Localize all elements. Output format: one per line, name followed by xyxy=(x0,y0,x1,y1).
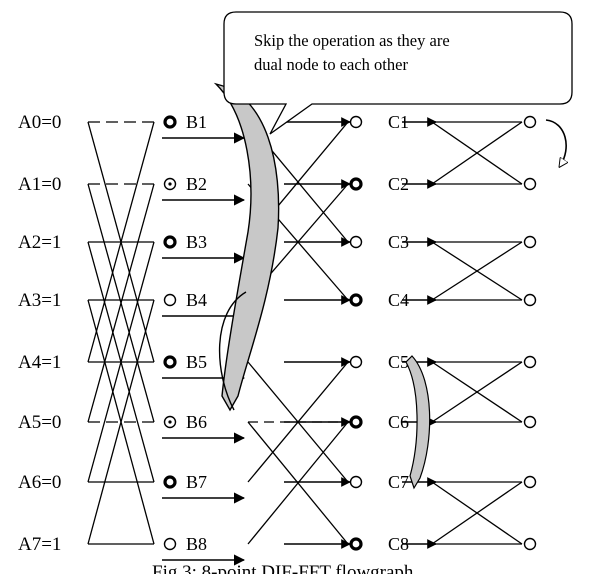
input-label: A2=1 xyxy=(18,232,61,253)
callout-line-2: dual node to each other xyxy=(254,55,408,74)
stage-3-butterflies xyxy=(431,121,523,545)
node-open-icon xyxy=(523,415,537,429)
input-label: A0=0 xyxy=(18,112,61,133)
node-open-icon xyxy=(523,177,537,191)
stage-c-label: C4 xyxy=(388,290,409,310)
stage-b-label: B6 xyxy=(186,412,207,432)
stage-c-labels: C1 C2 C3 C4 C5 C6 C7 C8 xyxy=(388,112,409,554)
node-open-icon xyxy=(349,115,363,129)
node-open-icon xyxy=(523,235,537,249)
stage-1-cross-line xyxy=(87,121,155,363)
stage-b-label: B2 xyxy=(186,174,207,194)
skip-arrow-lower xyxy=(218,291,247,411)
small-skip-arrow-shape xyxy=(405,355,431,490)
stage-1-cross-line xyxy=(87,183,155,423)
node-open-icon xyxy=(523,475,537,489)
stage-1-cross-line xyxy=(87,299,155,545)
callout-line-1: Skip the operation as they are xyxy=(254,31,450,50)
stage-2-cross-line xyxy=(247,421,349,545)
figure-caption: Fig 3: 8-point DIF-FFT flowgraph xyxy=(152,562,414,574)
stage-c-label: C2 xyxy=(388,174,409,194)
stage-b-label: B7 xyxy=(186,472,207,492)
stage-c-label: C7 xyxy=(388,472,409,492)
node-open-icon xyxy=(523,293,537,307)
input-label: A5=0 xyxy=(18,412,61,433)
node-open-icon xyxy=(523,537,537,551)
callout-bubble xyxy=(223,11,573,135)
input-label: A3=1 xyxy=(18,290,61,311)
input-labels: A0=0 A1=0 A2=1 A3=1 A4=1 A5=0 A6=0 A7=1 xyxy=(18,112,61,555)
node-bold-icon xyxy=(349,537,363,551)
input-label: A1=0 xyxy=(18,174,61,195)
stage-b-labels: B1 B2 B3 B4 B5 B6 B7 B8 xyxy=(186,112,207,554)
stage-1-cross-line xyxy=(87,241,155,483)
stage-3-cross-line xyxy=(431,241,523,301)
node-bold-icon xyxy=(163,235,177,249)
node-dot-center-icon xyxy=(168,182,172,186)
input-label: A4=1 xyxy=(18,352,61,373)
flow-arrows xyxy=(162,117,437,566)
stage-c-label: C8 xyxy=(388,534,409,554)
wrap-arrow-icon xyxy=(545,119,566,166)
node-open-icon xyxy=(349,235,363,249)
stage-c-label: C5 xyxy=(388,352,409,372)
node-open-icon xyxy=(163,293,177,307)
stage-b-label: B8 xyxy=(186,534,207,554)
stage-b-label: B1 xyxy=(186,112,207,132)
node-bold-icon xyxy=(163,475,177,489)
node-open-icon xyxy=(163,537,177,551)
skip-arrow-shape xyxy=(213,82,280,412)
input-label: A6=0 xyxy=(18,472,61,493)
node-bold-icon xyxy=(163,115,177,129)
node-bold-icon xyxy=(349,177,363,191)
node-dot-center-icon xyxy=(168,420,172,424)
input-label: A7=1 xyxy=(18,534,61,555)
node-bold-icon xyxy=(163,355,177,369)
node-markers xyxy=(163,115,537,551)
stage-1-butterflies xyxy=(87,121,155,545)
node-bold-icon xyxy=(349,415,363,429)
stage-c-label: C6 xyxy=(388,412,409,432)
node-open-icon xyxy=(523,355,537,369)
stage-b-label: B3 xyxy=(186,232,207,252)
node-open-icon xyxy=(523,115,537,129)
stage-c-label: C1 xyxy=(388,112,409,132)
stage-3-cross-line xyxy=(431,361,523,423)
stage-3-cross-line xyxy=(431,481,523,545)
stage-b-label: B5 xyxy=(186,352,207,372)
stage-3-cross-line xyxy=(431,121,523,185)
stage-b-label: B4 xyxy=(186,290,207,310)
node-bold-icon xyxy=(349,293,363,307)
node-open-icon xyxy=(349,355,363,369)
stage-c-label: C3 xyxy=(388,232,409,252)
node-open-icon xyxy=(349,475,363,489)
